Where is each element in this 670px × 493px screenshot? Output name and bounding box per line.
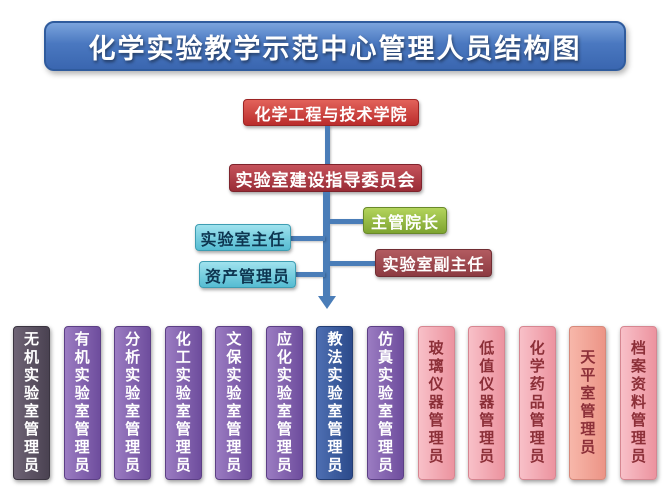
node-asset-manager: 资产管理员 <box>199 261 296 288</box>
node-chemical-eng-lab-manager: 化工实验室管理员 <box>164 326 202 480</box>
node-balance-room-manager: 天平室管理员 <box>569 326 607 480</box>
connector-dean <box>330 219 363 224</box>
node-chemical-reagent-manager: 化学药品管理员 <box>518 326 556 480</box>
node-preservation-lab-manager: 文保实验室管理员 <box>215 326 253 480</box>
node-low-value-instrument-manager: 低值仪器管理员 <box>468 326 506 480</box>
connector-deputy-director <box>330 261 375 266</box>
node-college: 化学工程与技术学院 <box>243 99 419 126</box>
node-glassware-manager: 玻璃仪器管理员 <box>417 326 455 480</box>
node-organic-lab-manager: 有机实验室管理员 <box>63 326 101 480</box>
connector-asset-manager <box>296 272 325 277</box>
node-pedagogy-lab-manager: 教法实验室管理员 <box>316 326 354 480</box>
node-analysis-lab-manager: 分析实验室管理员 <box>114 326 152 480</box>
node-dean: 主管院长 <box>363 207 447 234</box>
node-inorganic-lab-manager: 无机实验室管理员 <box>13 326 50 480</box>
node-archives-manager: 档案资料管理员 <box>619 326 657 480</box>
arrow-down-icon <box>318 296 336 309</box>
node-deputy-director: 实验室副主任 <box>375 249 492 277</box>
connector-trunk <box>323 192 330 298</box>
node-lab-director: 实验室主任 <box>195 224 291 251</box>
connector-lab-director <box>291 236 325 241</box>
connector-college-committee <box>325 126 330 164</box>
node-committee: 实验室建设指导委员会 <box>229 164 422 192</box>
node-simulation-lab-manager: 仿真实验室管理员 <box>367 326 405 480</box>
node-applied-chem-lab-manager: 应化实验室管理员 <box>265 326 303 480</box>
chart-title: 化学实验教学示范中心管理人员结构图 <box>44 21 626 71</box>
bottom-row: 无机实验室管理员 有机实验室管理员 分析实验室管理员 化工实验室管理员 文保实验… <box>13 326 657 480</box>
